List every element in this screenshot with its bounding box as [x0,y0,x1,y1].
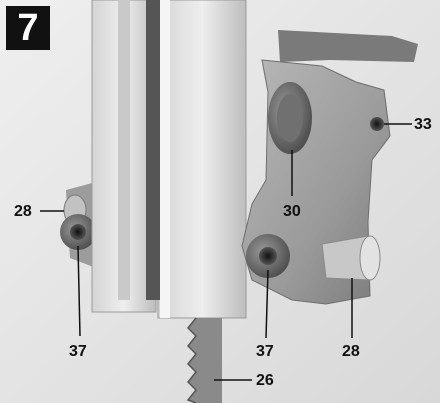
callout-33: 33 [414,116,432,133]
right-knob-hole [259,247,277,265]
right-guide-pin-end [359,235,381,281]
rail-right-edge [160,0,170,318]
rail-right [157,0,247,319]
callout-28-right: 28 [342,343,360,360]
leader-37-left [77,245,81,337]
figure-number: 7 [6,6,50,50]
support-bearing-face [277,94,303,142]
saw-blade-teeth [186,317,198,403]
callout-28-left: 28 [14,203,32,220]
rail-left-groove [118,0,130,300]
left-knob-hole [70,224,86,240]
top-bracket [278,30,418,62]
callout-37-left: 37 [69,343,87,360]
saw-blade [196,318,222,403]
callout-26: 26 [256,372,274,389]
callout-37-right: 37 [256,343,274,360]
rail-gap [146,0,160,300]
callout-30: 30 [283,203,301,220]
leader-37-right [265,269,269,339]
adjust-screw-hole [370,117,384,131]
